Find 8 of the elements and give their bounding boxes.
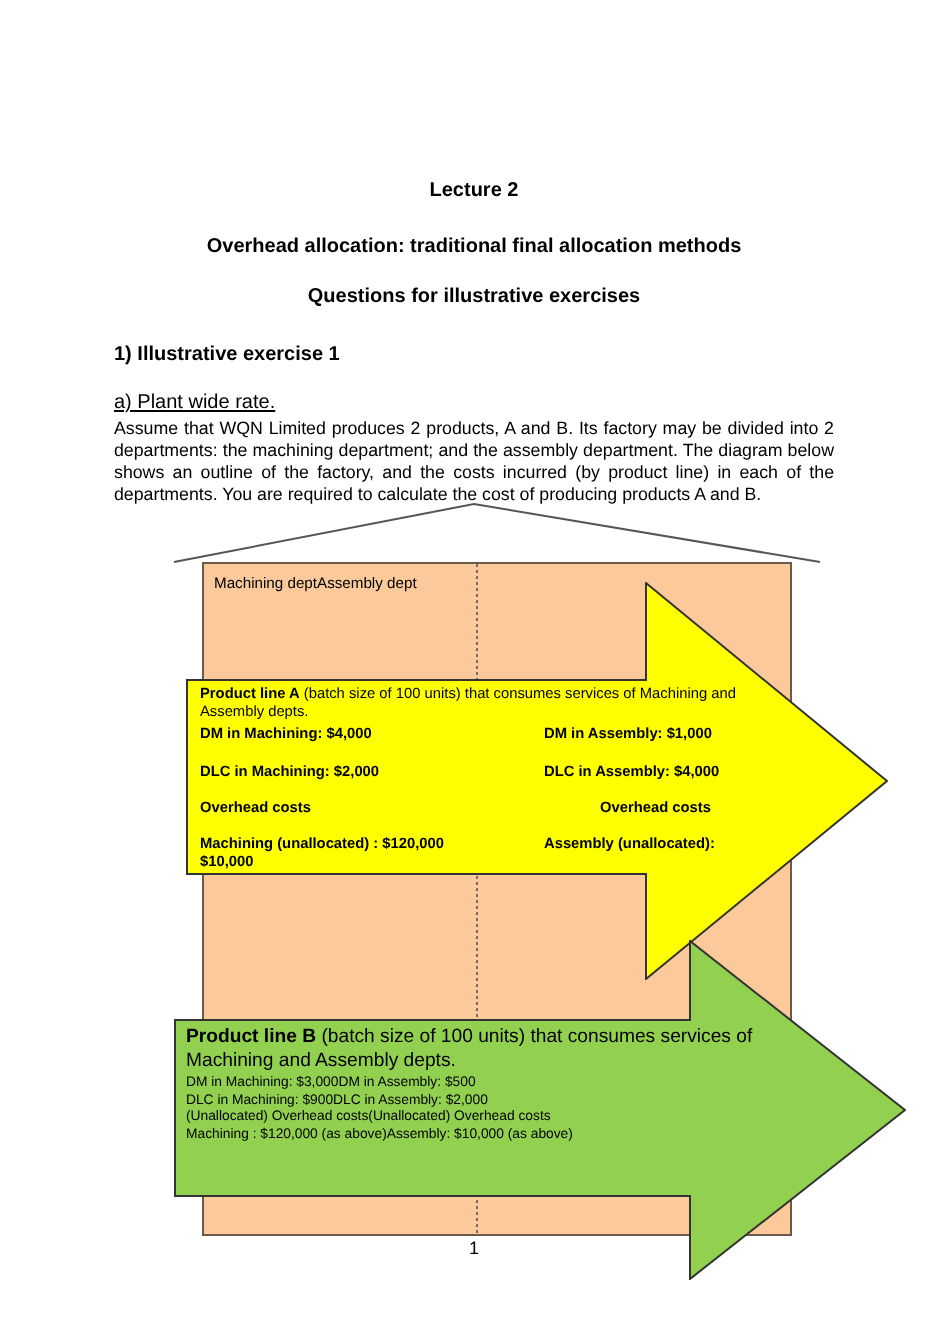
document-title: Overhead allocation: traditional final allocation methods <box>204 236 744 261</box>
lecture-heading: Lecture 2 <box>427 180 521 205</box>
section-heading: 1) Illustrative exercise 1 <box>114 344 342 369</box>
subsection-heading: a) Plant wide rate. <box>114 392 276 417</box>
page-number: 1 <box>466 1238 481 1260</box>
product-description: Product line B (batch size of 100 units) that consumes services of Machining and Assembly depts. <box>186 1026 755 1072</box>
subtitle: Questions for illustrative exercises <box>305 286 643 311</box>
paragraph: Assume that WQN Limited produces 2 products, A and B. Its factory may be divided into 2 departments: the machining department; and the assembly department. The diagram below shows an outline of the factory, and the costs incurred (by product line) in each of the departments. You are required to calculate the cost of producing products A and B. <box>114 418 834 505</box>
